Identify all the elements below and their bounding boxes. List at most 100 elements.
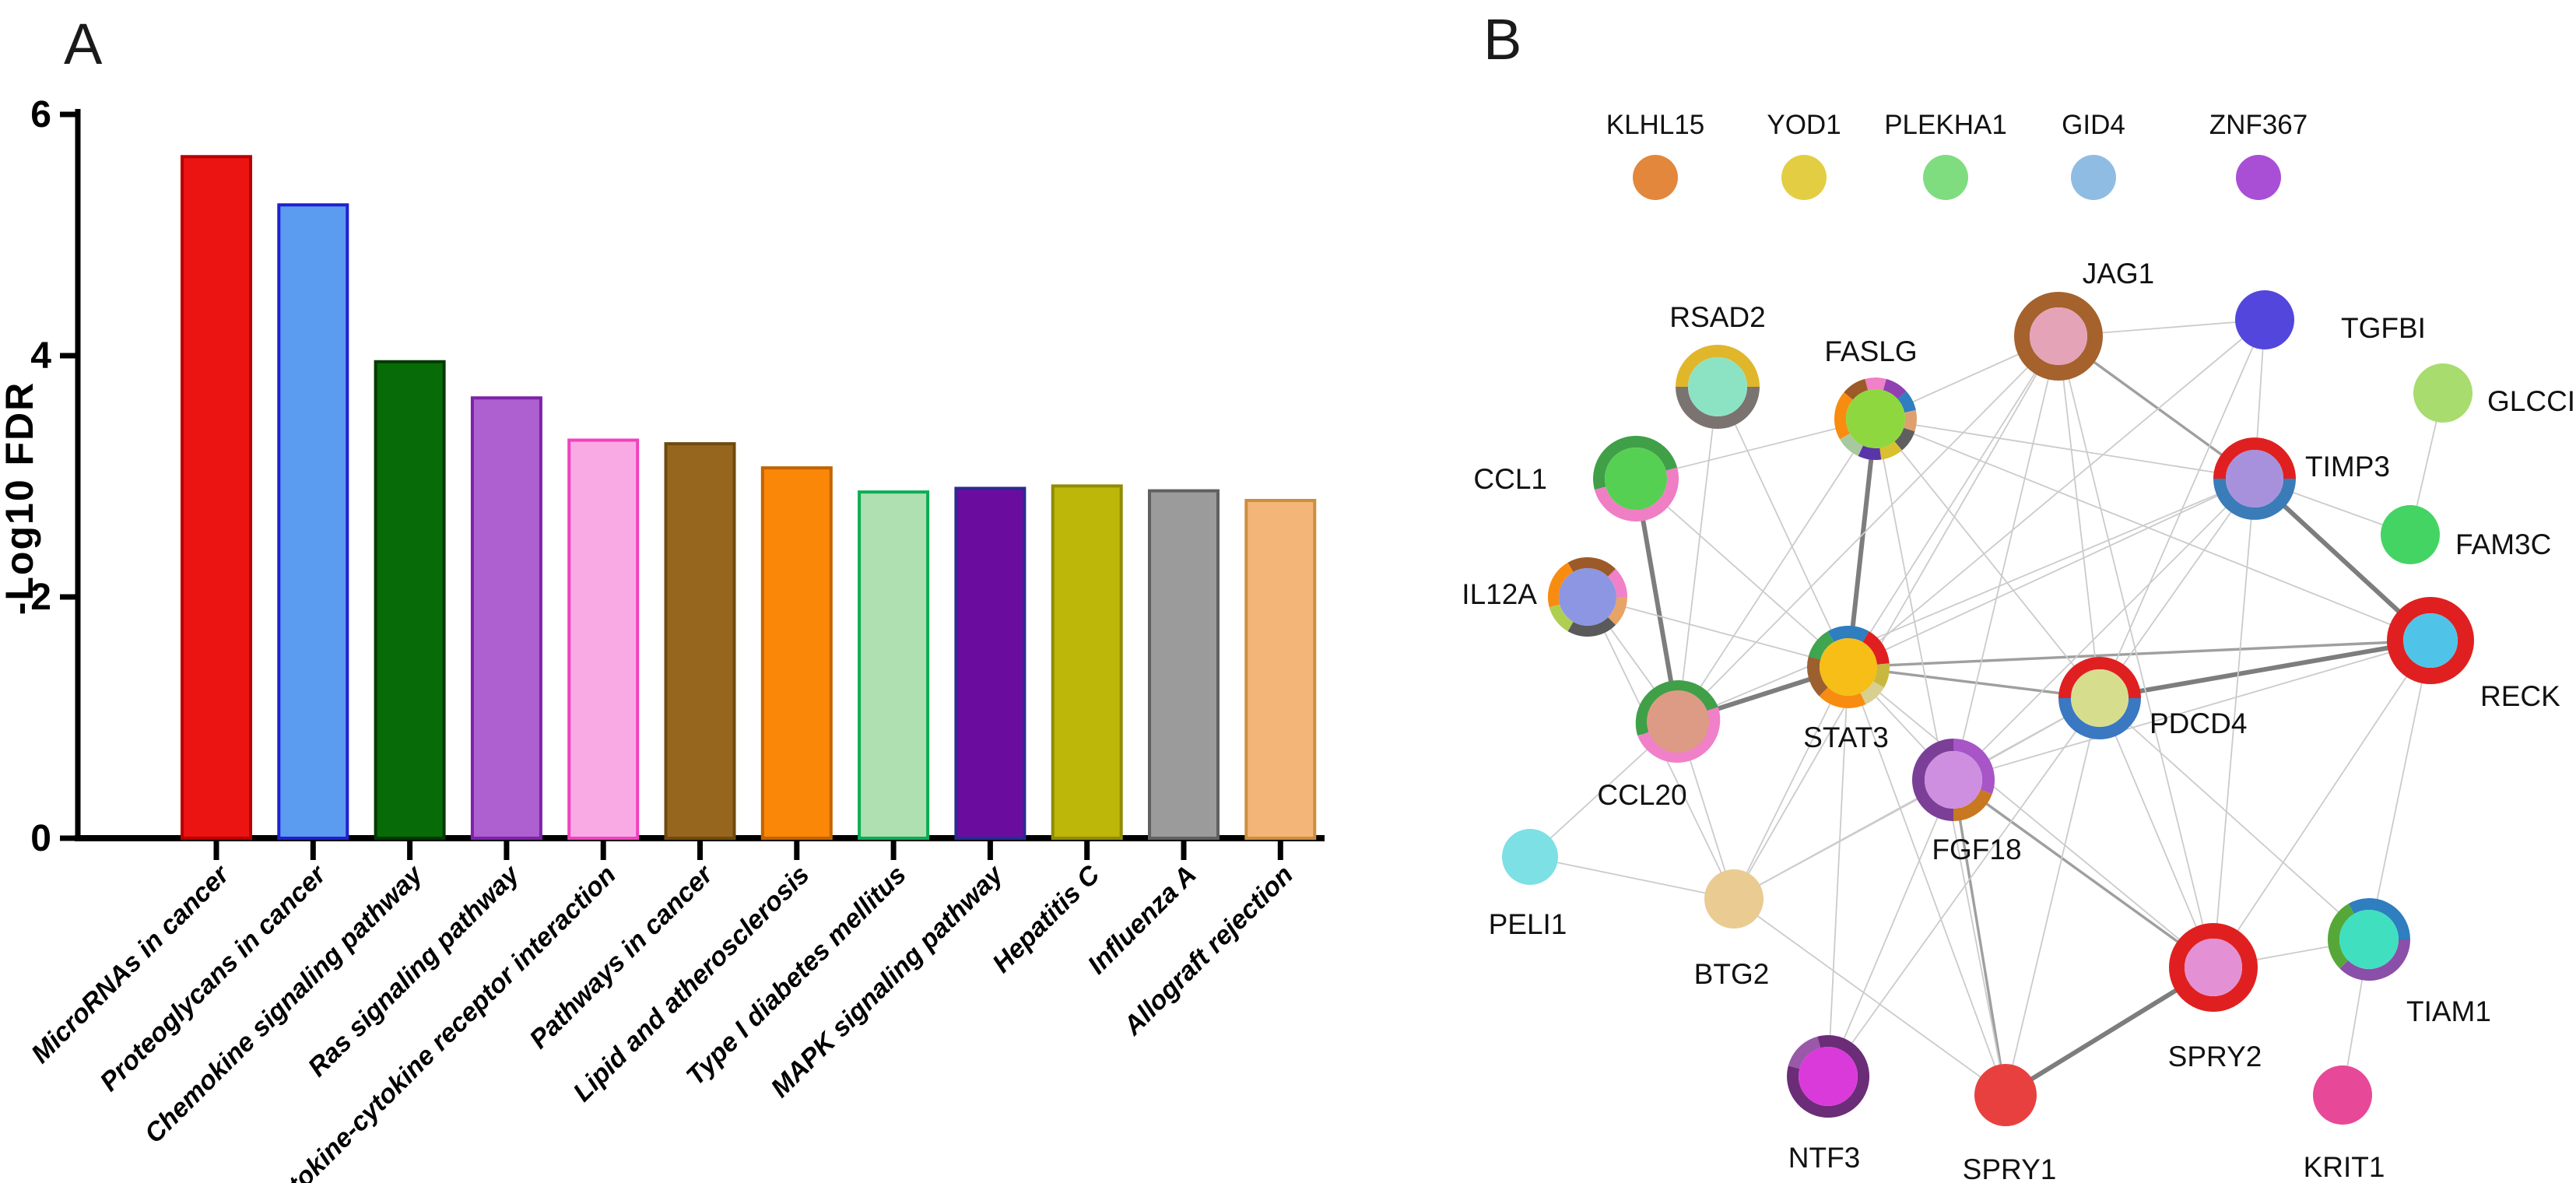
edge-PDCD4-SPRY2 <box>2099 697 2214 968</box>
bar <box>954 486 1027 840</box>
network-node-PELI1 <box>1502 829 1558 885</box>
network-node-NTF3 <box>1787 1035 1870 1118</box>
edge-RSAD2-CCL20 <box>1677 386 1718 722</box>
edge-FGF18-BTG2 <box>1733 779 1954 900</box>
network-node-CCL1 <box>1592 435 1679 522</box>
node-body <box>2185 939 2242 996</box>
bar <box>277 203 349 840</box>
network-node-JAG1 <box>2014 292 2103 381</box>
node-body <box>1704 869 1764 928</box>
node-ring-segment <box>1635 680 1718 736</box>
node-ring <box>2169 923 2258 1012</box>
legend-label-PLEKHA1: PLEKHA1 <box>1884 110 2007 140</box>
node-label-IL12A: IL12A <box>1462 578 1537 610</box>
x-tick-label: Allograft rejection <box>1118 860 1299 1041</box>
bar <box>858 490 930 841</box>
legend-swatch-YOD1 <box>1781 155 1827 200</box>
node-label-TGFBI: TGFBI <box>2341 312 2426 344</box>
node-label-PELI1: PELI1 <box>1489 908 1567 940</box>
bar <box>1148 489 1220 840</box>
node-ring-segment <box>2328 904 2355 969</box>
edge-BTG2-SPRY1 <box>1733 898 2006 1096</box>
node-ring-segment <box>1834 391 1854 440</box>
node-ring-segment <box>1567 616 1616 637</box>
node-ring-segment <box>1862 631 1890 665</box>
edge-PDCD4-TIAM1 <box>2099 697 2370 940</box>
edge-RECK-TIAM1 <box>2368 640 2431 940</box>
node-body <box>1688 357 1747 416</box>
network-node-FGF18 <box>1912 739 1995 821</box>
edge-STAT3-TGFBI <box>1848 319 2265 668</box>
node-label-TIAM1: TIAM1 <box>2406 995 2491 1027</box>
node-label-GLCCI1: GLCCI1 <box>2487 385 2576 417</box>
edge-FASLG-CCL20 <box>1677 418 1876 722</box>
node-ring-segment <box>1807 656 1829 697</box>
edge-JAG1-BTG2 <box>1733 335 2059 900</box>
network-node-CCL20 <box>1635 680 1721 763</box>
node-label-TIMP3: TIMP3 <box>2305 451 2390 483</box>
node-body <box>2071 669 2129 727</box>
node-label-STAT3: STAT3 <box>1803 721 1889 753</box>
edge-JAG1-FGF18 <box>1953 335 2059 781</box>
node-ring-segment <box>1676 345 1760 388</box>
node-ring-segment <box>1808 631 1834 660</box>
network-node-RECK <box>2387 597 2474 684</box>
node-label-FAM3C: FAM3C <box>2455 528 2551 560</box>
node-ring-segment <box>1865 377 1886 391</box>
edge-RECK-SPRY2 <box>2213 640 2431 968</box>
edge-PDCD4-RECK <box>2099 638 2431 700</box>
node-body <box>2226 450 2283 507</box>
node-ring <box>2014 292 2103 381</box>
edge-FASLG-TIMP3 <box>1875 418 2255 479</box>
node-label-JAG1: JAG1 <box>2083 258 2155 290</box>
node-label-CCL1: CCL1 <box>1473 463 1547 495</box>
edge-JAG1-PDCD4 <box>2058 335 2100 699</box>
node-body <box>1925 751 1982 809</box>
edge-PDCD4-SPRY1 <box>2005 697 2100 1096</box>
node-body <box>1647 690 1709 753</box>
node-ring-segment <box>1827 626 1869 643</box>
node-ring-segment <box>1840 433 1864 457</box>
network-node-PDCD4 <box>2058 657 2141 739</box>
node-ring-segment <box>1607 568 1627 598</box>
edge-IL12A-STAT3 <box>1587 596 1849 668</box>
network-node-SPRY1 <box>1974 1064 2037 1126</box>
legend-label-YOD1: YOD1 <box>1767 110 1841 140</box>
legend-swatch-GID4 <box>2071 155 2116 200</box>
y-tick-label: 4 <box>30 335 51 377</box>
node-ring-segment <box>2339 939 2410 981</box>
node-label-PDCD4: PDCD4 <box>2150 707 2247 739</box>
edge-PELI1-BTG2 <box>1529 856 1735 900</box>
bar <box>470 396 542 840</box>
node-ring-segment <box>1860 681 1884 705</box>
legend-label-ZNF367: ZNF367 <box>2209 110 2308 140</box>
node-ring-segment <box>2348 898 2410 940</box>
node-ring-segment <box>1912 739 1954 821</box>
edge-STAT3-TIMP3 <box>1848 478 2255 668</box>
edge-TIMP3-FGF18 <box>1953 478 2255 781</box>
bar <box>1051 484 1123 841</box>
network-node-SPRY2 <box>2169 923 2258 1012</box>
edge-STAT3-SPRY2 <box>1848 666 2214 968</box>
node-body <box>2030 307 2087 365</box>
node-body <box>1559 568 1616 626</box>
node-ring-segment <box>1819 686 1866 708</box>
edge-TIMP3-SPRY2 <box>2213 478 2255 968</box>
edge-FASLG-PDCD4 <box>1875 418 2100 699</box>
panel-a-label: A <box>64 12 103 76</box>
node-label-NTF3: NTF3 <box>1788 1142 1861 1174</box>
edge-PDCD4-NTF3 <box>1827 697 2100 1077</box>
node-ring-segment <box>1787 1035 1870 1118</box>
node-ring-segment <box>2058 697 2141 739</box>
legend-swatch-ZNF367 <box>2236 155 2281 200</box>
node-body <box>1502 829 1558 885</box>
bar <box>374 360 446 840</box>
node-body <box>2235 290 2294 349</box>
edge-FGF18-NTF3 <box>1827 779 1954 1077</box>
node-label-CCL20: CCL20 <box>1597 779 1686 811</box>
legend-swatch-KLHL15 <box>1633 155 1678 200</box>
node-label-RECK: RECK <box>2480 680 2560 712</box>
legend-label-GID4: GID4 <box>2062 110 2125 140</box>
